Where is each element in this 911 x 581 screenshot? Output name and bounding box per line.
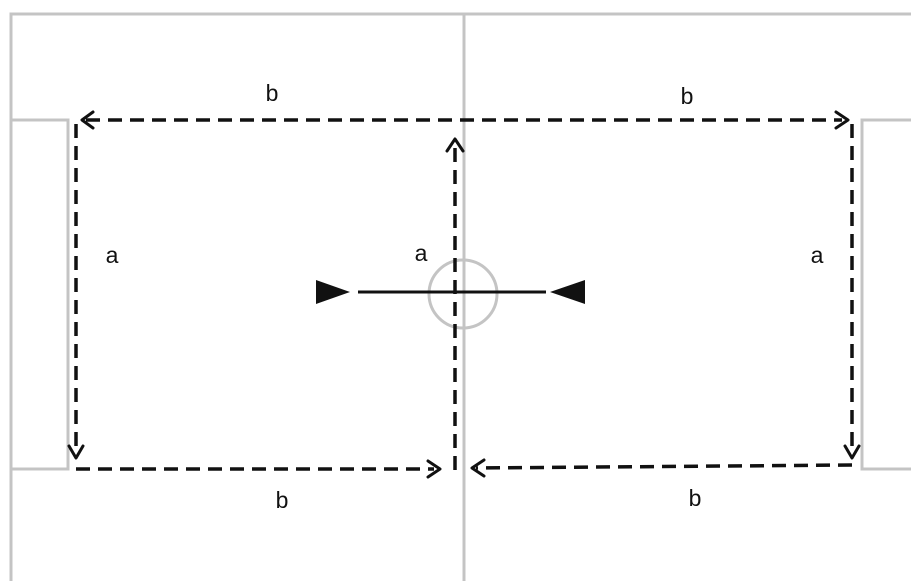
- field-markings: [9, 12, 911, 581]
- center-pass: [316, 280, 585, 304]
- right-goal-area: [860, 118, 911, 471]
- top-right-arrowhead: [834, 110, 850, 130]
- bottom-left-arrowhead: [426, 459, 442, 479]
- center-up-arrowhead: [445, 137, 465, 153]
- label-bottom-left-b: b: [276, 487, 289, 513]
- triangle-right-icon: [316, 280, 350, 304]
- label-left-a: a: [106, 242, 119, 268]
- left-goal-area: [11, 118, 70, 471]
- center-circle: [427, 258, 499, 330]
- arrowheads: [67, 110, 861, 479]
- bottom-right-path-line: [475, 463, 853, 470]
- pitch-outline: [9, 12, 911, 581]
- right-down-arrowhead: [843, 444, 861, 460]
- running-paths: [74, 118, 854, 471]
- label-top-right-b: b: [681, 83, 694, 109]
- top-left-arrowhead: [80, 110, 95, 130]
- bottom-right-arrowhead: [470, 458, 486, 478]
- left-down-arrowhead: [67, 444, 85, 460]
- triangle-left-icon: [550, 280, 585, 304]
- dimension-labels: b b a a a b b: [106, 80, 824, 513]
- label-right-a: a: [811, 242, 824, 268]
- label-center-a: a: [415, 240, 428, 266]
- label-top-left-b: b: [266, 80, 279, 106]
- label-bottom-right-b: b: [689, 485, 702, 511]
